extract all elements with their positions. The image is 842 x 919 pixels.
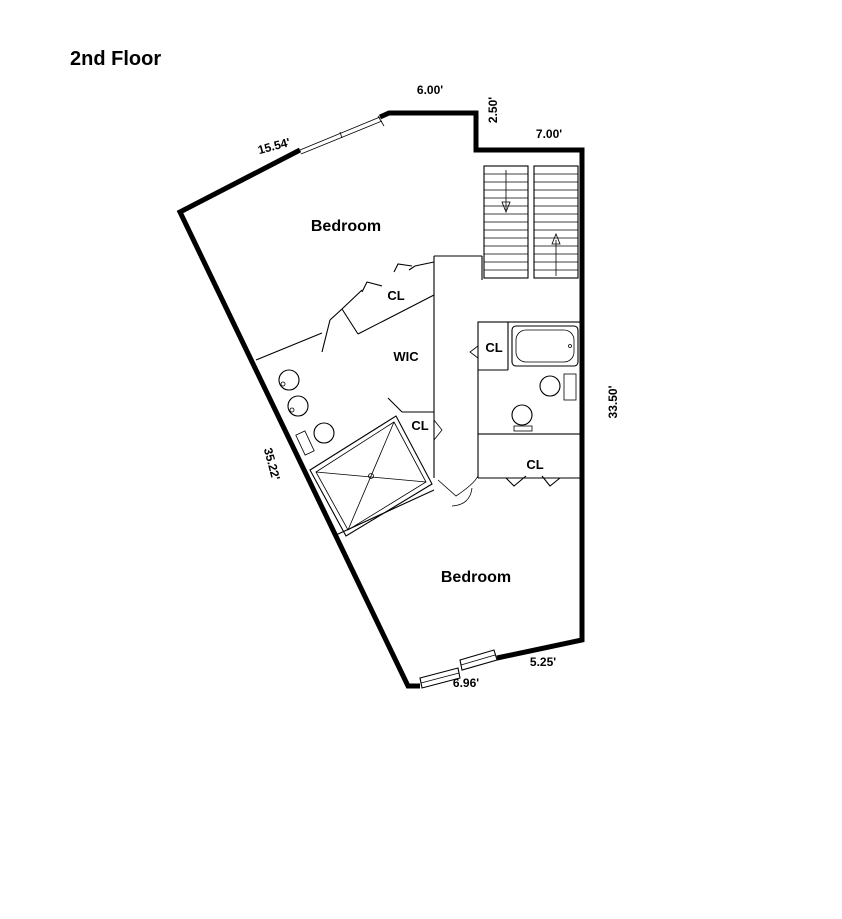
doors	[321, 263, 561, 507]
closet-hall-label: CL	[526, 457, 543, 472]
dimension-upper-left: 15.54'	[256, 135, 292, 157]
dimension-stair-width: 7.00'	[536, 127, 562, 141]
closet-shower-label: CL	[411, 418, 428, 433]
window-upper-left	[299, 115, 385, 155]
dimension-left: 35.22'	[261, 446, 283, 482]
closet-upper-label: CL	[387, 288, 404, 303]
exterior-walls	[176, 110, 585, 689]
interior-walls	[255, 255, 583, 536]
dimension-top-step: 2.50'	[486, 97, 500, 123]
hall-bath-fixtures	[511, 373, 577, 432]
master-bath-fixtures	[278, 369, 335, 456]
room-labels: Bedroom Bedroom CL WIC CL CL CL	[311, 218, 544, 586]
bathtub	[511, 325, 579, 367]
bedroom-top-label: Bedroom	[311, 218, 381, 235]
dimension-bottom-right: 5.25'	[530, 655, 556, 669]
staircase	[483, 165, 579, 279]
dimension-right: 33.50'	[606, 385, 620, 418]
window-bottom	[419, 649, 498, 689]
closet-bath-label: CL	[485, 340, 502, 355]
dimension-top: 6.00'	[417, 83, 443, 97]
bedroom-bottom-label: Bedroom	[441, 569, 511, 586]
walk-in-closet-label: WIC	[393, 349, 419, 364]
dimension-bottom-left: 6.96'	[453, 676, 479, 690]
floor-title: 2nd Floor	[70, 48, 162, 70]
shower	[309, 415, 433, 537]
